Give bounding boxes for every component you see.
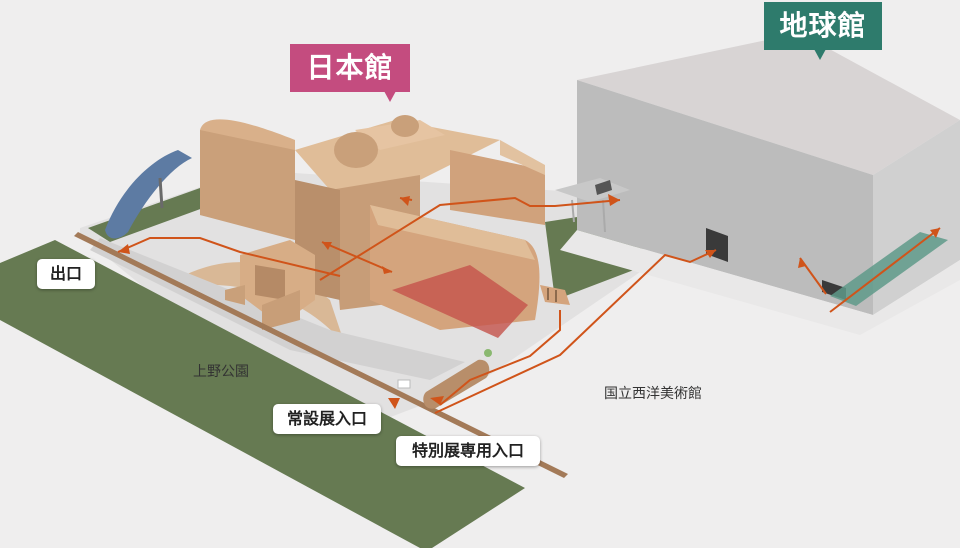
chikyukan-base (560, 230, 960, 335)
kiosk (397, 379, 411, 389)
special-exhibit-area (392, 265, 528, 338)
canopy (555, 178, 630, 202)
whale-sculpture (105, 150, 192, 239)
chikyukan-tag: 地球館 (764, 2, 882, 60)
exit-label: 出口 (37, 259, 95, 289)
nihonkan-building (200, 115, 570, 338)
fence-line (74, 232, 568, 478)
canopy-sign (595, 180, 612, 195)
nihonkan-tag: 日本館 (290, 44, 410, 102)
chikyukan-teal-strip (830, 232, 948, 306)
regular-entrance-label: 常設展入口 (273, 404, 381, 434)
special-entrance-label: 特別展専用入口 (396, 436, 540, 466)
nihonkan-title: 日本館 (306, 51, 394, 84)
neighbor-museum-label: 国立西洋美術館 (604, 386, 702, 402)
route-arrows (118, 194, 940, 409)
park-lawn-strip (0, 240, 525, 548)
park-label: 上野公園 (193, 364, 249, 380)
chikyukan-roof (577, 33, 960, 175)
chikyukan-tag-pointer (814, 49, 826, 60)
nihonkan-tag-pointer (384, 91, 396, 102)
chikyukan-title: 地球館 (779, 9, 867, 42)
gate-cylinder (423, 359, 490, 409)
chikyukan-front (577, 80, 873, 315)
